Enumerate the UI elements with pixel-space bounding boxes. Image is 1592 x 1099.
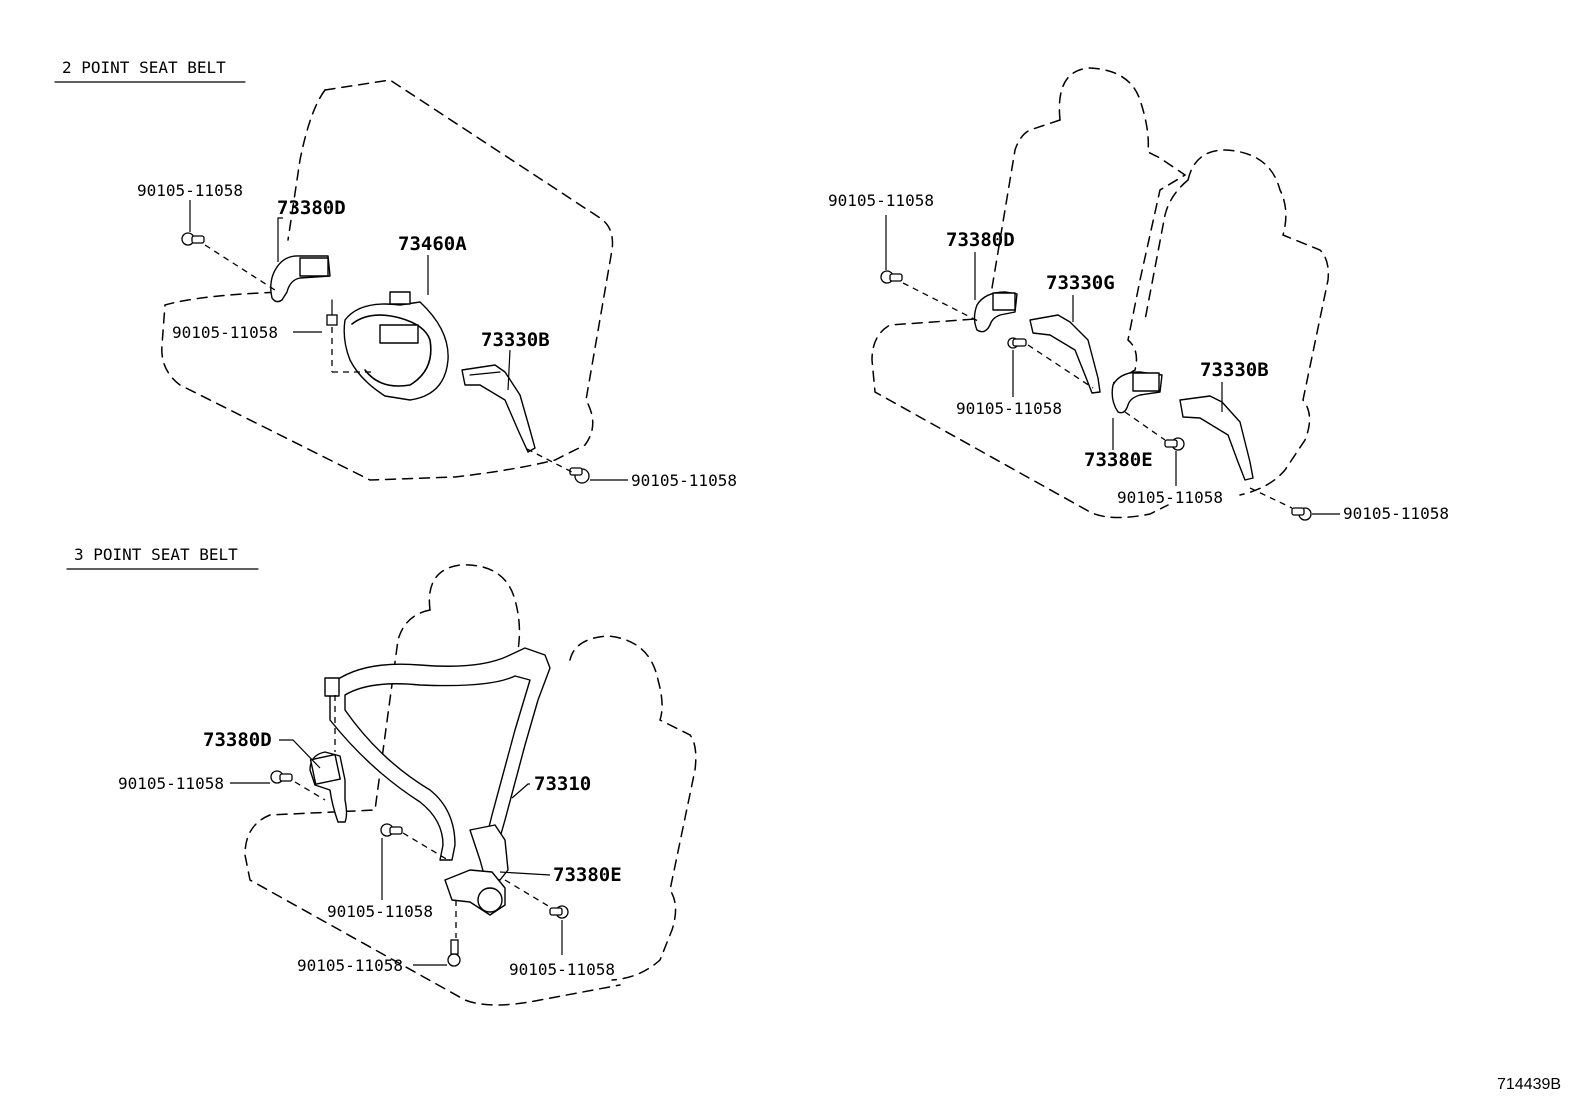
belt-73330b-right <box>1179 395 1254 481</box>
belt-73460a <box>343 291 449 401</box>
seat-outline-left <box>871 67 1187 519</box>
bolt-icon <box>270 770 293 784</box>
seat-outline-3pt-right <box>569 635 697 981</box>
part-label-90105: 90105-11058 <box>137 181 243 200</box>
buckle-73380d <box>270 255 331 303</box>
part-label-73380d: 73380D <box>277 197 346 219</box>
seat-outline-right <box>1144 149 1330 496</box>
bolt-icon <box>380 823 403 837</box>
part-label-73380d: 73380D <box>203 729 272 751</box>
part-label-90105: 90105-11058 <box>118 774 224 793</box>
part-label-90105: 90105-11058 <box>828 191 934 210</box>
part-label-90105: 90105-11058 <box>956 399 1062 418</box>
bolt-icon <box>447 939 461 967</box>
part-label-73330g: 73330G <box>1046 272 1115 294</box>
bolt-icon <box>326 299 338 326</box>
part-label-73330b: 73330B <box>1200 359 1269 381</box>
bolt-icon <box>549 905 569 919</box>
buckle-73380d <box>973 291 1018 333</box>
bolt-icon <box>1007 337 1027 349</box>
buckle-73380e <box>1111 371 1163 414</box>
bolt-icon <box>1164 437 1185 451</box>
part-label-73380e: 73380E <box>553 864 622 886</box>
diagram-reference-code: 714439B <box>1497 1076 1561 1093</box>
part-label-73380e: 73380E <box>1084 449 1153 471</box>
bench-seat-outline-2pt <box>161 79 614 481</box>
section-title-3-point: 3 POINT SEAT BELT <box>74 545 238 564</box>
part-label-90105: 90105-11058 <box>631 471 737 490</box>
part-label-73380d: 73380D <box>946 229 1015 251</box>
buckle-73380e <box>444 824 509 916</box>
part-label-73310: 73310 <box>534 773 591 795</box>
belt-73310 <box>324 647 551 861</box>
part-label-73330b: 73330B <box>481 329 550 351</box>
part-label-90105: 90105-11058 <box>327 902 433 921</box>
belt-73330g <box>1029 314 1101 394</box>
bolt-icon <box>1291 507 1312 521</box>
seat-outline-3pt-left <box>244 564 621 1006</box>
part-label-90105: 90105-11058 <box>1343 504 1449 523</box>
buckle-73380d <box>309 751 348 823</box>
bolt-icon <box>880 270 903 284</box>
part-label-90105: 90105-11058 <box>1117 488 1223 507</box>
part-label-90105: 90105-11058 <box>172 323 278 342</box>
part-label-90105: 90105-11058 <box>297 956 403 975</box>
part-label-73460a: 73460A <box>398 233 467 255</box>
part-label-90105: 90105-11058 <box>509 960 615 979</box>
section-title-2-point: 2 POINT SEAT BELT <box>62 58 226 77</box>
belt-73330b-left <box>461 364 536 453</box>
bolt-icon <box>569 467 590 484</box>
bolt-icon <box>181 232 205 246</box>
